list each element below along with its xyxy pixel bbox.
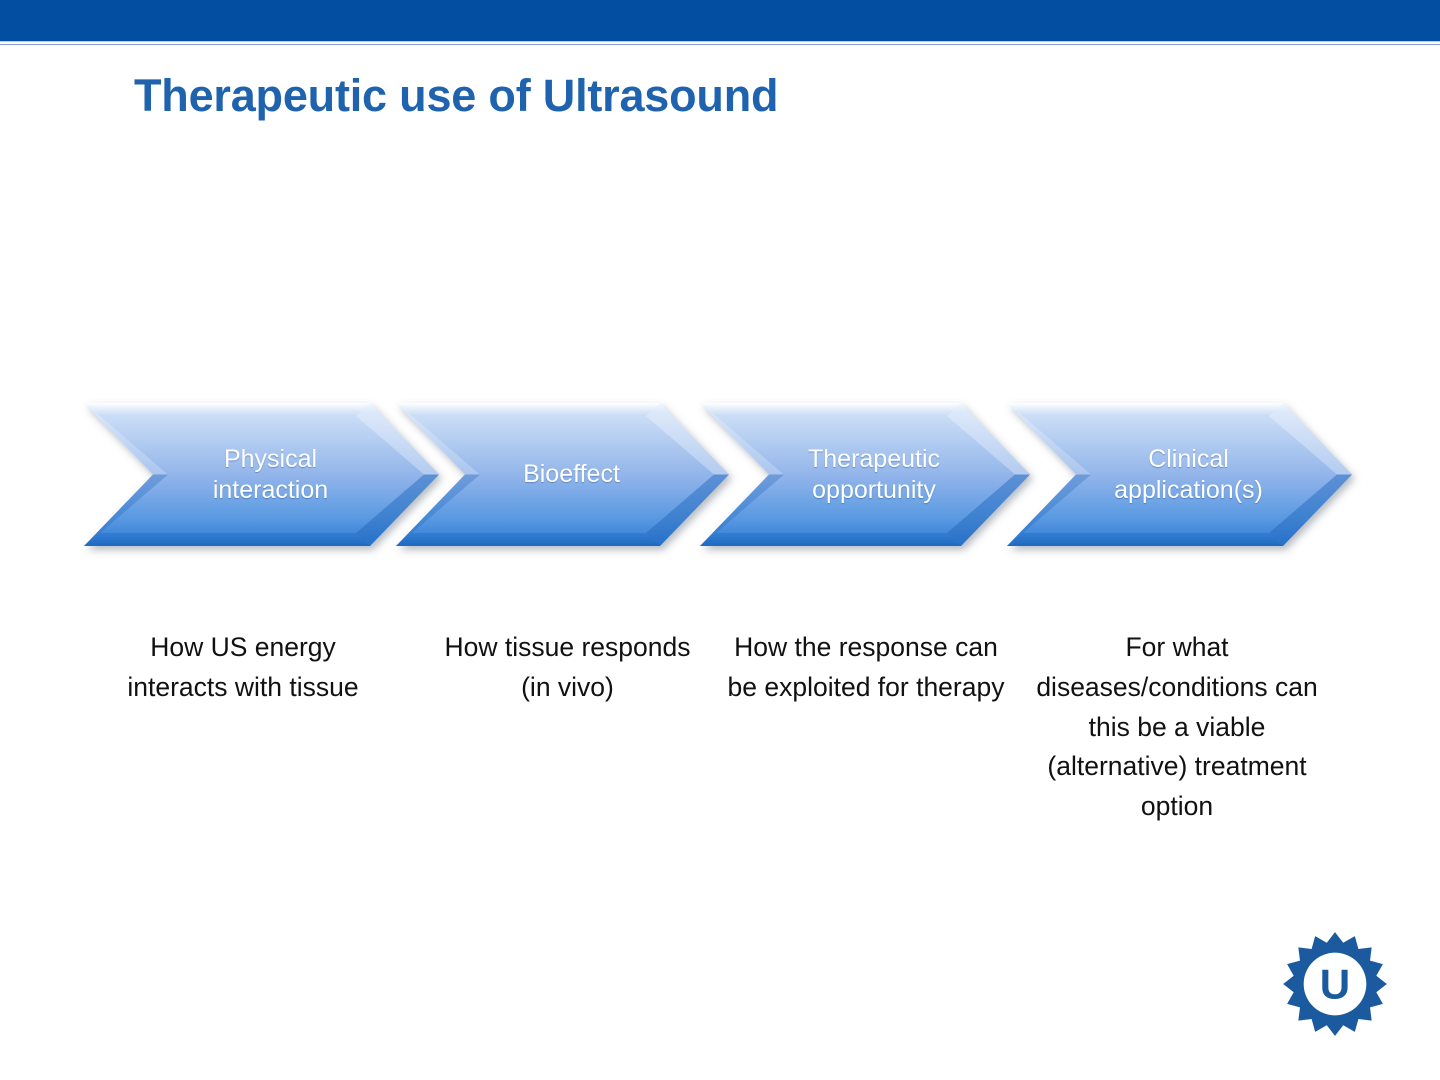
process-step-bioeffect[interactable]: Bioeffect: [396, 403, 729, 546]
page-title: Therapeutic use of Ultrasound: [134, 70, 779, 121]
process-step-caption-therapeutic-opportunity: How the response can be exploited for th…: [727, 632, 1005, 702]
process-step-caption-physical-interaction: How US energy interacts with tissue: [127, 632, 359, 702]
uva-starburst-logo: U: [1281, 930, 1389, 1038]
process-chevron-row: Physical interaction: [0, 403, 1440, 553]
process-step-caption-bioeffect: How tissue responds (in vivo): [444, 632, 691, 702]
process-step-therapeutic-opportunity[interactable]: Therapeutic opportunity: [700, 403, 1030, 546]
logo-letter: U: [1320, 961, 1350, 1008]
process-step-physical-interaction[interactable]: Physical interaction: [84, 403, 439, 546]
process-step-clinical-applications[interactable]: Clinical application(s): [1007, 403, 1352, 546]
process-step-caption-clinical-applications: For what diseases/conditions can this be…: [1036, 632, 1318, 821]
banner-rule: [0, 41, 1440, 45]
top-banner: [0, 0, 1440, 41]
